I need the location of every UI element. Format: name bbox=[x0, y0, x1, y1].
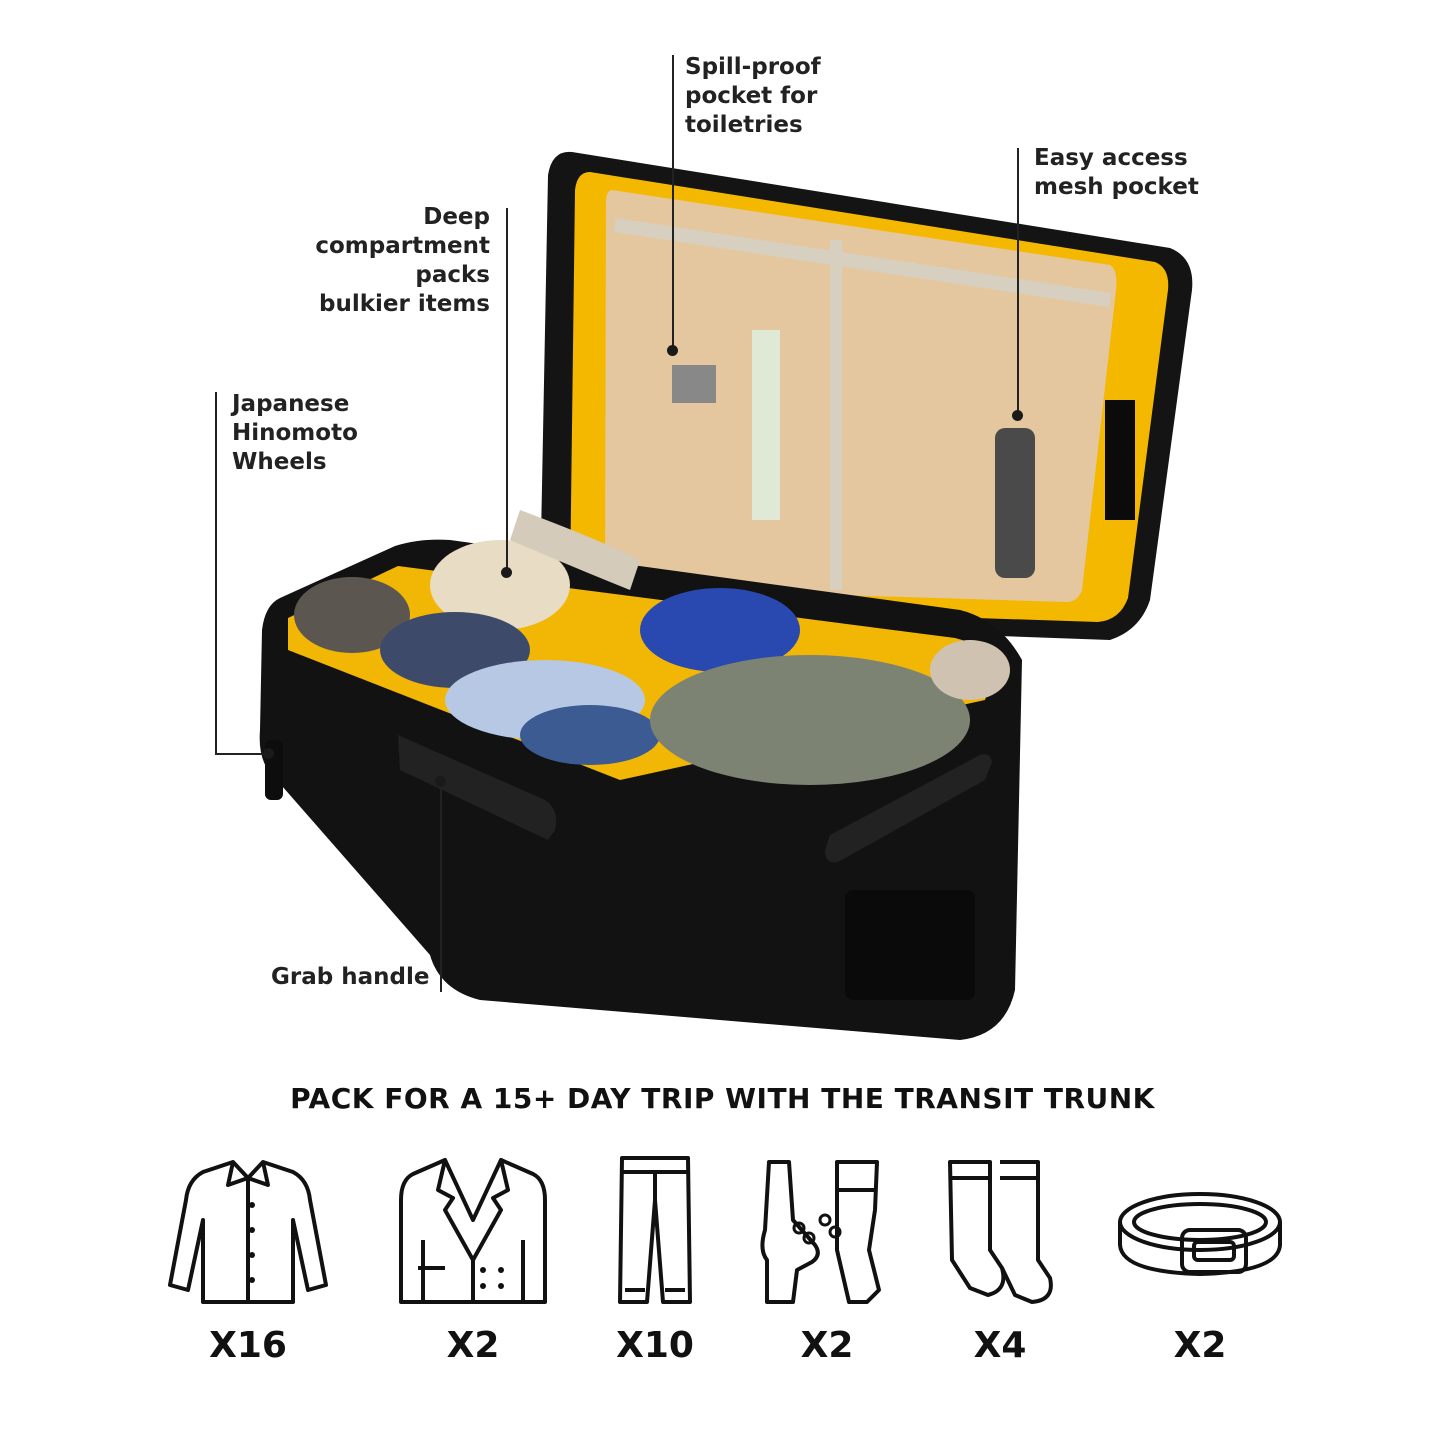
qty-belts: X2 bbox=[1173, 1325, 1227, 1366]
leader-spill bbox=[672, 55, 674, 351]
shirt-icon bbox=[168, 1160, 328, 1304]
dot-handle bbox=[435, 776, 446, 787]
item-shirts: X16 bbox=[158, 1150, 338, 1390]
item-socks: X4 bbox=[910, 1150, 1090, 1390]
dot-mesh bbox=[1012, 410, 1023, 421]
qty-trousers: X10 bbox=[616, 1325, 694, 1366]
callout-wheels: Japanese Hinomoto Wheels bbox=[232, 391, 358, 475]
dot-deep bbox=[501, 567, 512, 578]
qty-shirts: X16 bbox=[209, 1325, 287, 1366]
blazer-icon bbox=[399, 1158, 547, 1304]
leader-deep bbox=[506, 208, 508, 574]
dot-spill bbox=[667, 345, 678, 356]
leader-handle bbox=[440, 782, 442, 992]
leader-wheels-v bbox=[215, 392, 217, 754]
item-belts: X2 bbox=[1110, 1150, 1290, 1390]
callout-grab-handle: Grab handle bbox=[271, 964, 430, 990]
callout-spill-proof: Spill-proof pocket for toiletries bbox=[685, 54, 821, 138]
belt-icon bbox=[1118, 1192, 1282, 1276]
qty-shoes: X2 bbox=[800, 1325, 854, 1366]
suitcase-illustration bbox=[259, 151, 1193, 1040]
qty-blazers: X2 bbox=[446, 1325, 500, 1366]
leader-wheels-h bbox=[215, 753, 267, 755]
suitcase-base bbox=[259, 510, 1023, 1040]
socks-icon bbox=[948, 1160, 1053, 1304]
leader-mesh bbox=[1017, 148, 1019, 416]
dot-wheels bbox=[263, 748, 274, 759]
callout-deep-compartment: Deep compartment packs bulkier items bbox=[315, 204, 490, 317]
qty-socks: X4 bbox=[973, 1325, 1027, 1366]
shoes-icon bbox=[760, 1160, 881, 1304]
item-shoes: X2 bbox=[737, 1150, 917, 1390]
callout-mesh-pocket: Easy access mesh pocket bbox=[1034, 145, 1199, 200]
trousers-icon bbox=[618, 1156, 692, 1304]
item-blazers: X2 bbox=[383, 1150, 563, 1390]
item-trousers: X10 bbox=[565, 1150, 745, 1390]
packing-headline: PACK FOR A 15+ DAY TRIP WITH THE TRANSIT… bbox=[290, 1082, 1155, 1115]
